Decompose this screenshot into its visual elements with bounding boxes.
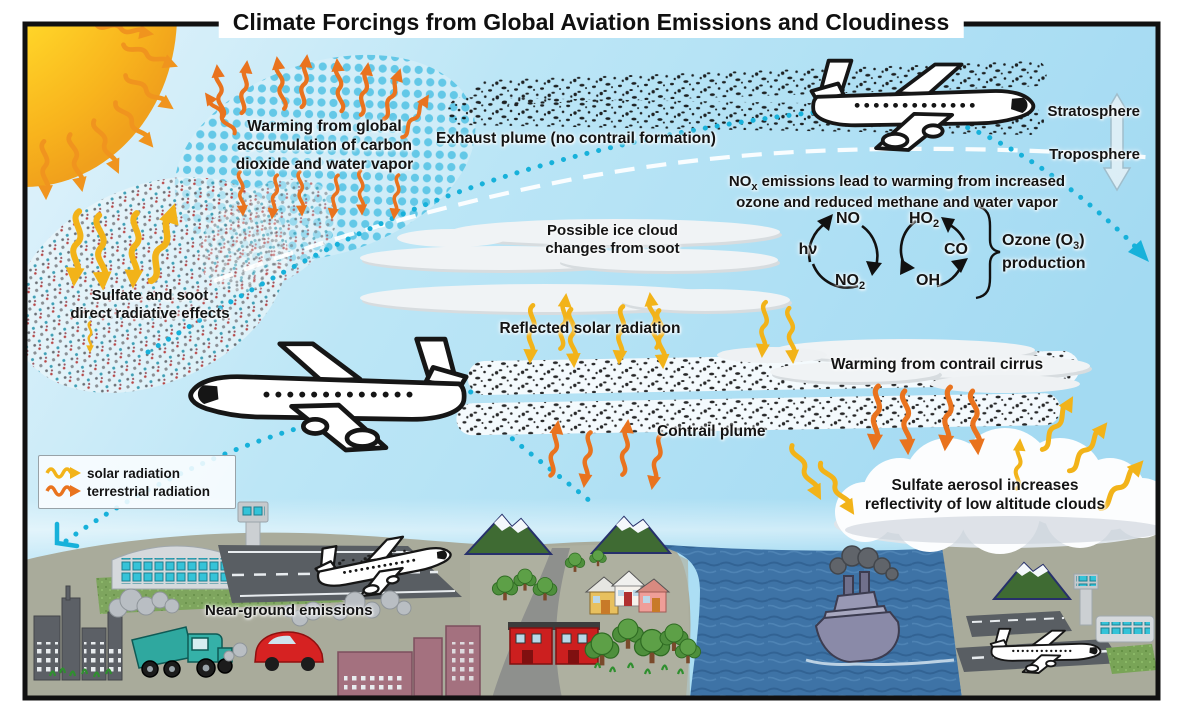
- airport-terminal: [111, 545, 243, 590]
- city-skyline: [33, 585, 123, 681]
- legend-row-solar: solar radiation: [45, 465, 229, 481]
- label-contrail-plume: Contrail plume: [657, 423, 766, 440]
- chem-ozone-post: ) production: [1002, 232, 1086, 272]
- grass-tufts: [48, 667, 113, 678]
- solar-radiation-arrow-icon: [45, 467, 81, 479]
- label-troposphere: Troposphere: [1049, 146, 1140, 163]
- cirrus-clouds: [717, 339, 1092, 393]
- chem-ho2: HO2: [896, 209, 952, 232]
- chem-no2: NO2: [822, 271, 878, 294]
- car-smoke: [223, 601, 323, 662]
- sun-icon: [25, 24, 177, 187]
- low-altitude-cloud: [834, 428, 1158, 554]
- grass-tufts-2: [593, 662, 685, 675]
- label-nox: NOx emissions lead to warming from incre…: [662, 173, 1132, 213]
- page-title: Climate Forcings from Global Aviation Em…: [218, 6, 964, 38]
- label-exhaust-plume: Exhaust plume (no contrail formation): [436, 130, 716, 147]
- chem-ho2-base: HO: [908, 210, 933, 227]
- chem-ozone-pre: Ozone (O: [1002, 232, 1074, 249]
- label-ice-cloud: Possible ice cloud changes from soot: [545, 222, 680, 258]
- legend-solar-label: solar radiation: [87, 465, 181, 481]
- right-airport: [956, 573, 1157, 675]
- label-sulfate-aerosol: Sulfate aerosol increases reflectivity o…: [864, 477, 1106, 513]
- chem-ozone: Ozone (O3) production: [1002, 231, 1132, 273]
- stratosphere-troposphere-arrow-icon: [1102, 92, 1132, 192]
- chem-no: NO: [836, 210, 860, 227]
- ocean: [640, 543, 962, 698]
- legend-row-terrestrial: terrestrial radiation: [45, 483, 229, 499]
- label-reflected-solar: Reflected solar radiation: [499, 320, 681, 337]
- house-icons: [584, 570, 671, 615]
- chem-oh: OH: [916, 272, 940, 289]
- chem-co: CO: [944, 241, 968, 258]
- ice-clouds: [360, 219, 792, 315]
- legend-terrestrial-label: terrestrial radiation: [87, 483, 211, 499]
- nox-rest: emissions lead to warming from increased…: [736, 173, 1066, 212]
- label-warming-co2: Warming from global accumulation of carb…: [235, 118, 414, 173]
- label-stratosphere: Stratosphere: [1047, 103, 1140, 120]
- label-contrail-cirrus: Warming from contrail cirrus: [830, 356, 1044, 373]
- chem-no2-sub: 2: [858, 280, 866, 293]
- chem-no2-base: NO: [834, 272, 859, 289]
- ground-scene: [25, 501, 1157, 698]
- chem-ho2-sub: 2: [932, 218, 940, 231]
- rowhouse-icon: [508, 622, 600, 665]
- legend-box: solar radiation terrestrial radiation: [38, 455, 236, 509]
- chem-hv: hν: [798, 241, 818, 258]
- flight-path-arrow-right: [1128, 240, 1149, 262]
- nox-prefix: NO: [728, 173, 752, 190]
- truck-smoke: [108, 588, 180, 618]
- terrestrial-radiation-arrow-icon: [45, 485, 81, 497]
- label-near-ground: Near-ground emissions: [205, 602, 373, 619]
- factory-smoke: [331, 590, 412, 621]
- mountain-icon: [463, 513, 1073, 600]
- car-icon: [254, 631, 324, 671]
- tropopause-dashed-line: [213, 146, 1158, 283]
- nox-subscript: x: [751, 181, 758, 193]
- flight-path-arrow-left: [54, 521, 80, 549]
- ship-smoke: [829, 545, 899, 581]
- chemistry-cycle: [807, 204, 1001, 300]
- label-sulfate-soot: Sulfate and soot direct radiative effect…: [70, 287, 230, 323]
- ship-icon: [805, 571, 955, 666]
- chem-ozone-sub: 3: [1073, 240, 1080, 253]
